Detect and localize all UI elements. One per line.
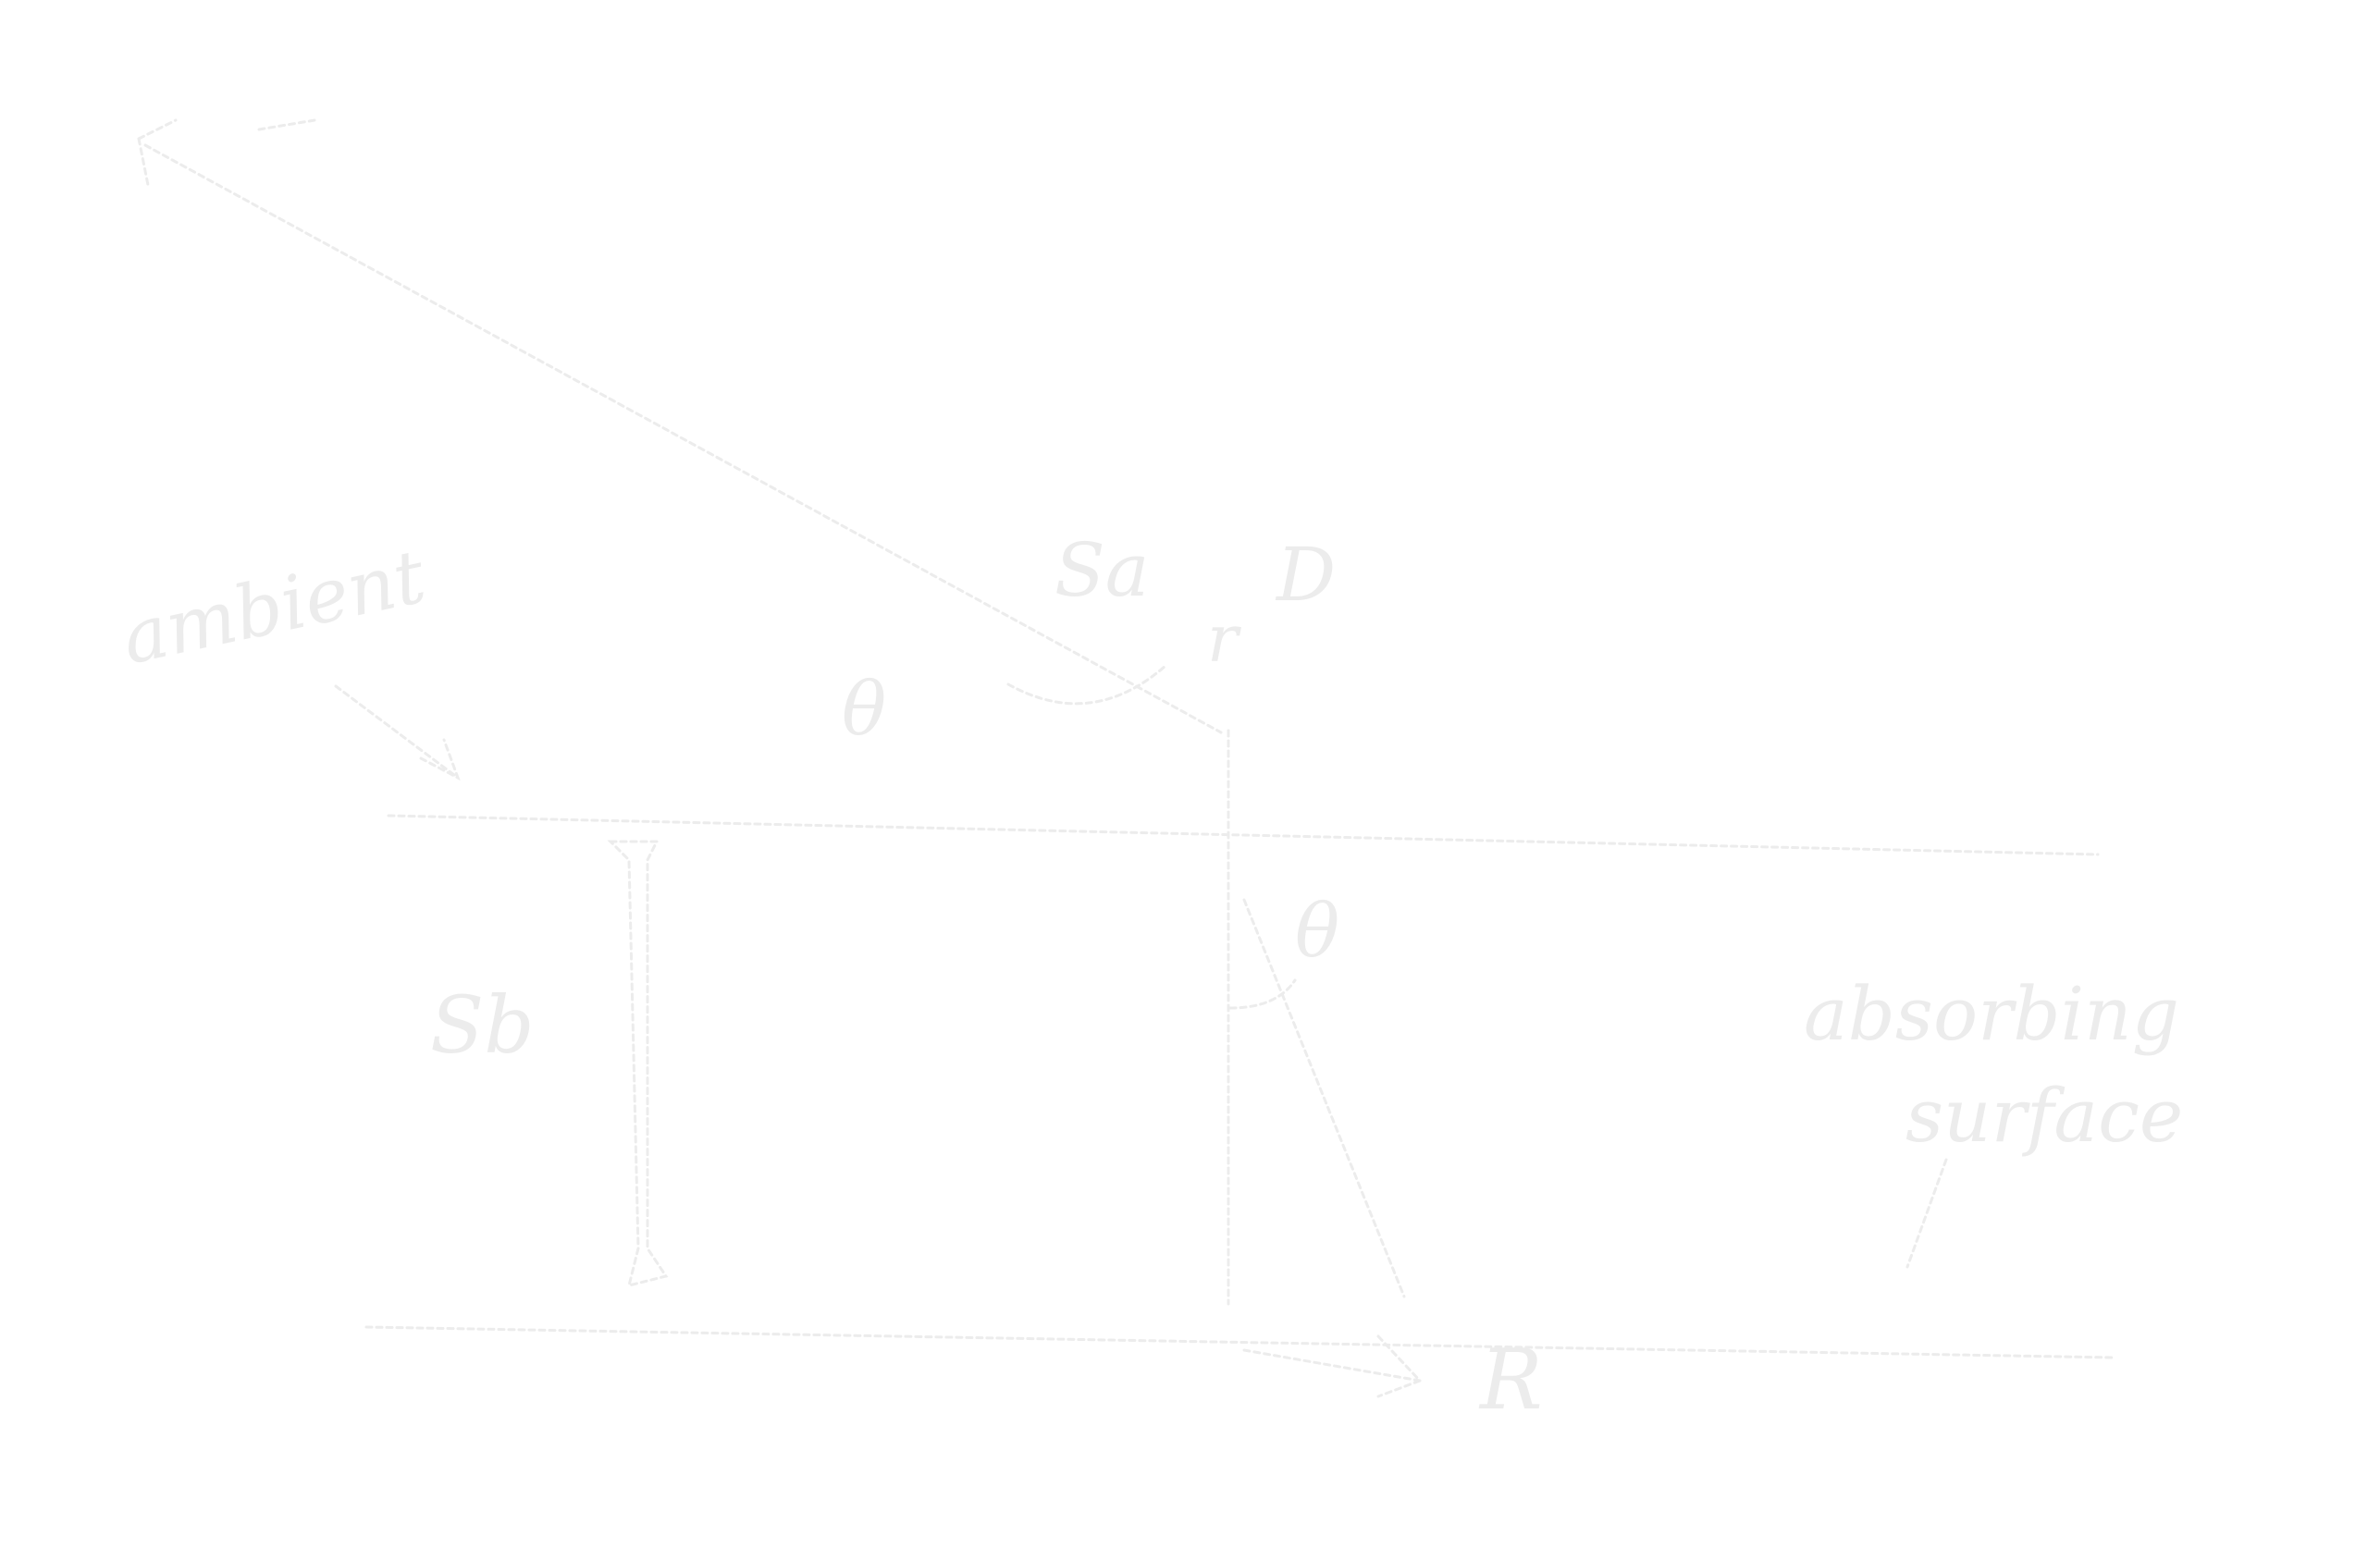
right-note-arrow xyxy=(1905,1158,1948,1269)
sb-label: Sb xyxy=(430,980,535,1072)
right-note-line1: absorbing xyxy=(1804,971,2179,1057)
angle-arc-top xyxy=(1006,664,1167,706)
incident-ray xyxy=(143,143,1223,734)
left-pillar xyxy=(607,840,669,1288)
angle-arc-bottom xyxy=(1228,978,1297,1010)
left-note-arrow-head xyxy=(419,738,461,781)
right-note-line2: surface xyxy=(1905,1073,2184,1159)
left-note-arrow xyxy=(334,684,460,780)
d-label: D xyxy=(1276,532,1337,618)
r-bottom-label: R xyxy=(1480,1332,1543,1429)
r-top-label: r xyxy=(1207,601,1239,677)
ray-origin-mark xyxy=(137,118,316,187)
sa-label: Sa xyxy=(1054,527,1150,613)
top-surface-line xyxy=(387,814,2100,856)
bottom-arrow xyxy=(1242,1348,1422,1383)
bottom-arrow-head xyxy=(1376,1334,1423,1398)
theta-top-label: θ xyxy=(842,666,887,752)
theta-right-label: θ xyxy=(1295,888,1340,974)
refracted-ray xyxy=(1242,898,1406,1298)
bottom-surface-line xyxy=(364,1325,2115,1359)
